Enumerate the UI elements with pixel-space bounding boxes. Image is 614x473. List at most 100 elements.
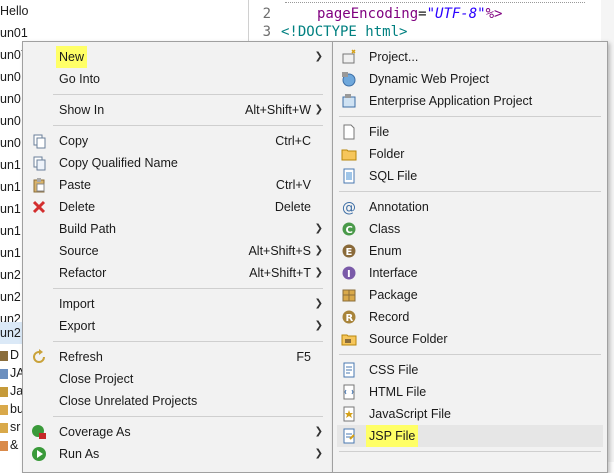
tree-item-label: D	[10, 348, 20, 362]
tree-item[interactable]: Ja	[0, 380, 30, 402]
doctype-tag: <!DOCTYPE html>	[281, 24, 408, 40]
menu-shortcut: Alt+Shift+W	[245, 103, 311, 117]
previous-line-fragment	[285, 0, 585, 3]
tree-item-label: bu	[10, 402, 24, 416]
tree-item-label: un0	[0, 136, 21, 150]
menu-item-run-as[interactable]: Run As ❯	[23, 443, 333, 465]
submenu-item-css-file[interactable]: CSS File	[333, 359, 607, 381]
menu-item-coverage-as[interactable]: Coverage As ❯	[23, 421, 333, 443]
jar-icon	[0, 350, 8, 361]
submenu-item-class[interactable]: C Class	[333, 218, 607, 240]
menu-item-paste[interactable]: Paste Ctrl+V	[23, 174, 333, 196]
tree-item[interactable]: un01	[0, 22, 30, 44]
menu-item-import[interactable]: Import ❯	[23, 293, 333, 315]
line-number: 2	[262, 6, 271, 22]
menu-item-label: New	[56, 46, 88, 68]
tree-item[interactable]: un07	[0, 44, 30, 66]
submenu-item-package[interactable]: Package	[333, 284, 607, 306]
menu-item-delete[interactable]: Delete Delete	[23, 196, 333, 218]
menu-shortcut: Delete	[274, 200, 311, 214]
submenu-item-file[interactable]: File	[333, 121, 607, 143]
svg-text:I: I	[347, 269, 351, 280]
submenu-item-javascript-file[interactable]: JavaScript File	[333, 403, 607, 425]
menu-item-new[interactable]: New ❯	[23, 46, 333, 68]
submenu-item-project[interactable]: Project...	[333, 46, 607, 68]
submenu-item-enterprise-application-project[interactable]: Enterprise Application Project	[333, 90, 607, 112]
tree-item[interactable]: un2	[0, 264, 30, 286]
coverage-icon	[31, 424, 47, 440]
tree-item-label: un07	[0, 48, 28, 62]
menu-item-label: Close Unrelated Projects	[59, 394, 198, 408]
menu-item-source[interactable]: Source Alt+Shift+S ❯	[23, 240, 333, 262]
menu-separator	[53, 125, 323, 126]
tree-item[interactable]: un1	[0, 220, 30, 242]
submenu-item-enum[interactable]: E Enum	[333, 240, 607, 262]
new-project-icon	[341, 49, 357, 65]
menu-item-label: SQL File	[369, 169, 418, 183]
tree-item[interactable]: &	[0, 434, 30, 456]
line-number: 3	[262, 24, 271, 40]
submenu-item-interface[interactable]: I Interface	[333, 262, 607, 284]
tree-item[interactable]: un1	[0, 198, 30, 220]
javascript-file-icon	[341, 406, 357, 422]
tree-item-label: un01	[0, 26, 28, 40]
menu-item-close-project[interactable]: Close Project	[23, 368, 333, 390]
tree-item[interactable]: un0	[0, 88, 30, 110]
tree-item[interactable]: sr	[0, 416, 30, 438]
menu-shortcut: F5	[296, 350, 311, 364]
submenu-item-source-folder[interactable]: Source Folder	[333, 328, 607, 350]
submenu-item-html-file[interactable]: HTML File	[333, 381, 607, 403]
menu-item-refresh[interactable]: Refresh F5	[23, 346, 333, 368]
submenu-item-jsp-file[interactable]: JSP File	[337, 425, 603, 447]
menu-item-label: JavaScript File	[369, 407, 451, 421]
source-folder-icon	[341, 331, 357, 347]
menu-item-close-unrelated-projects[interactable]: Close Unrelated Projects	[23, 390, 333, 412]
menu-item-label: Enum	[369, 244, 402, 258]
attribute-name: pageEncoding	[317, 6, 419, 22]
tree-item[interactable]: bu	[0, 398, 30, 420]
menu-item-show-in[interactable]: Show In Alt+Shift+W ❯	[23, 99, 333, 121]
interface-icon: I	[341, 265, 357, 281]
context-menu: New ❯ Go Into Show In Alt+Shift+W ❯ Copy…	[22, 41, 334, 473]
submenu-item-folder[interactable]: Folder	[333, 143, 607, 165]
menu-shortcut: Alt+Shift+T	[249, 266, 311, 280]
dynamic-web-project-icon	[341, 71, 357, 87]
tree-item[interactable]: un2	[0, 286, 30, 308]
svg-text:E: E	[346, 247, 353, 258]
menu-item-label: Coverage As	[59, 425, 131, 439]
menu-shortcut: Ctrl+V	[275, 178, 311, 192]
menu-item-label: Refactor	[59, 266, 107, 280]
submenu-item-dynamic-web-project[interactable]: Dynamic Web Project	[333, 68, 607, 90]
package-icon	[341, 287, 357, 303]
tree-item-label: un0	[0, 70, 21, 84]
submenu-item-annotation[interactable]: @ Annotation	[333, 196, 607, 218]
class-icon: C	[341, 221, 357, 237]
menu-item-build-path[interactable]: Build Path ❯	[23, 218, 333, 240]
menu-item-label: Source Folder	[369, 332, 448, 346]
tree-item[interactable]: un1	[0, 176, 30, 198]
menu-item-label: Delete	[59, 200, 96, 214]
tree-item[interactable]: Hello	[0, 0, 30, 22]
tree-item[interactable]: un0	[0, 110, 30, 132]
menu-item-copy[interactable]: Copy Ctrl+C	[23, 130, 333, 152]
menu-item-refactor[interactable]: Refactor Alt+Shift+T ❯	[23, 262, 333, 284]
tree-item[interactable]: un0	[0, 132, 30, 154]
tree-item[interactable]: D	[0, 344, 30, 366]
run-icon	[31, 446, 47, 462]
submenu-item-sql-file[interactable]: SQL File	[333, 165, 607, 187]
tree-item[interactable]: un1	[0, 154, 30, 176]
menu-item-copy-qualified-name[interactable]: Copy Qualified Name	[23, 152, 333, 174]
submenu-arrow-icon: ❯	[314, 223, 323, 234]
sql-file-icon	[341, 168, 357, 184]
menu-item-go-into[interactable]: Go Into	[23, 68, 333, 90]
submenu-arrow-icon: ❯	[314, 104, 323, 115]
menu-item-export[interactable]: Export ❯	[23, 315, 333, 337]
tree-item[interactable]: un1	[0, 242, 30, 264]
tree-item[interactable]: JA	[0, 362, 30, 384]
submenu-arrow-icon: ❯	[314, 298, 323, 309]
submenu-item-record[interactable]: R Record	[333, 306, 607, 328]
annotation-icon: @	[341, 199, 357, 216]
tree-item-label: un1	[0, 158, 21, 172]
tree-item[interactable]: un0	[0, 66, 30, 88]
